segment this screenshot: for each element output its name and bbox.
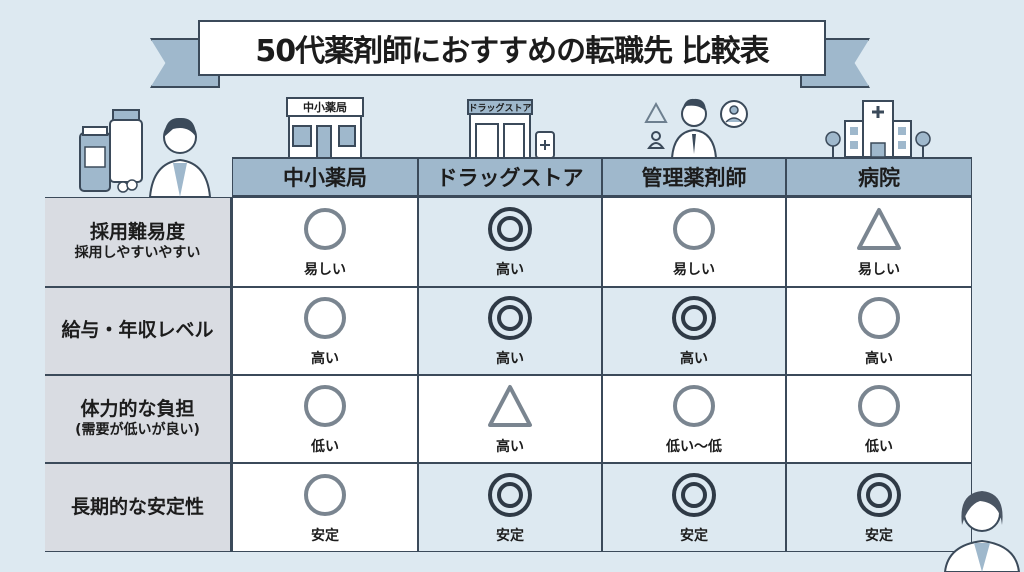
circle-mark-icon (304, 208, 346, 250)
cell-text: 安定 (680, 527, 708, 544)
column-header: 中小薬局 (232, 157, 418, 197)
table-cell: 安定 (786, 463, 972, 552)
row-label: 体力的な負担(需要が低いが良い) (45, 375, 232, 463)
hospital-building-icon (825, 100, 931, 157)
table-cell: 低い (786, 375, 972, 463)
circle-mark-icon (858, 297, 900, 339)
table-cell: 易しい (602, 197, 786, 287)
manager-pharmacist-illustration (644, 98, 748, 158)
circle-mark-icon (304, 385, 346, 427)
store-sign-text: 中小薬局 (303, 100, 347, 114)
triangle-mark-icon (857, 208, 901, 250)
table-cell: 易しい (232, 197, 418, 287)
row-label: 採用難易度採用しやすいやすい (45, 197, 232, 287)
small-pharmacy-store-icon: 中小薬局 (286, 97, 364, 158)
cell-text: 安定 (311, 527, 339, 544)
column-header: 病院 (786, 157, 972, 197)
table-cell: 高い (232, 287, 418, 375)
cell-text: 高い (496, 262, 524, 278)
table-cell: 低い (232, 375, 418, 463)
cell-text: 高い (311, 351, 339, 367)
triangle-mark-icon (488, 385, 532, 427)
cell-text: 高い (496, 351, 524, 367)
row-label-title: 採用難易度 (89, 221, 185, 244)
circle-mark-icon (304, 297, 346, 339)
circle-mark-icon (304, 473, 346, 516)
table-cell: 安定 (602, 463, 786, 552)
double-circle-mark-icon (672, 296, 716, 340)
row-label: 給与・年収レベル (45, 287, 232, 375)
circle-mark-icon (673, 208, 715, 250)
table-cell: 低い〜低 (602, 375, 786, 463)
row-label-title: 体力的な負担 (80, 398, 195, 421)
pharmacist-with-medicine-illustration (79, 109, 212, 197)
circle-mark-icon (858, 385, 900, 427)
cell-text: 高い (496, 439, 524, 455)
cell-text: 高い (865, 351, 893, 367)
drugstore-sign-text: ドラッグストア (468, 102, 531, 114)
cell-text: 安定 (865, 527, 893, 544)
row-label-sub: (需要が低いが良い) (75, 422, 200, 439)
table-cell: 高い (602, 287, 786, 375)
row-label-title: 給与・年収レベル (61, 319, 214, 342)
table-cell: 安定 (418, 463, 602, 552)
table-cell: 安定 (232, 463, 418, 552)
cell-text: 低い〜低 (666, 439, 722, 455)
pharmacist-woman-illustration (943, 491, 1021, 572)
comparison-table: 中小薬局ドラッグストア管理薬剤師病院採用難易度採用しやすいやすい易しい高い易しい… (45, 157, 972, 552)
row-label-sub: 採用しやすいやすい (74, 245, 201, 262)
header-corner (45, 157, 232, 197)
double-circle-mark-icon (672, 472, 716, 517)
cell-text: 低い (865, 439, 893, 455)
table-cell: 易しい (786, 197, 972, 287)
column-header: 管理薬剤師 (602, 157, 786, 197)
cell-text: 安定 (496, 527, 524, 544)
cell-text: 高い (680, 351, 708, 367)
table-cell: 高い (418, 375, 602, 463)
double-circle-mark-icon (488, 296, 532, 340)
double-circle-mark-icon (857, 472, 901, 517)
drugstore-building-icon: ドラッグストア (467, 99, 555, 158)
table-cell: 高い (418, 287, 602, 375)
page-title: 50代薬剤師におすすめの転職先 比較表 (198, 20, 826, 76)
cell-text: 低い (311, 439, 339, 455)
table-cell: 高い (418, 197, 602, 287)
cell-text: 易しい (858, 262, 900, 278)
row-label-title: 長期的な安定性 (70, 495, 204, 518)
cell-text: 易しい (673, 262, 715, 278)
circle-mark-icon (673, 385, 715, 427)
table-cell: 高い (786, 287, 972, 375)
double-circle-mark-icon (488, 472, 532, 517)
column-header: ドラッグストア (418, 157, 602, 197)
row-label: 長期的な安定性 (45, 463, 232, 552)
cell-text: 易しい (304, 262, 346, 278)
double-circle-mark-icon (488, 207, 532, 251)
